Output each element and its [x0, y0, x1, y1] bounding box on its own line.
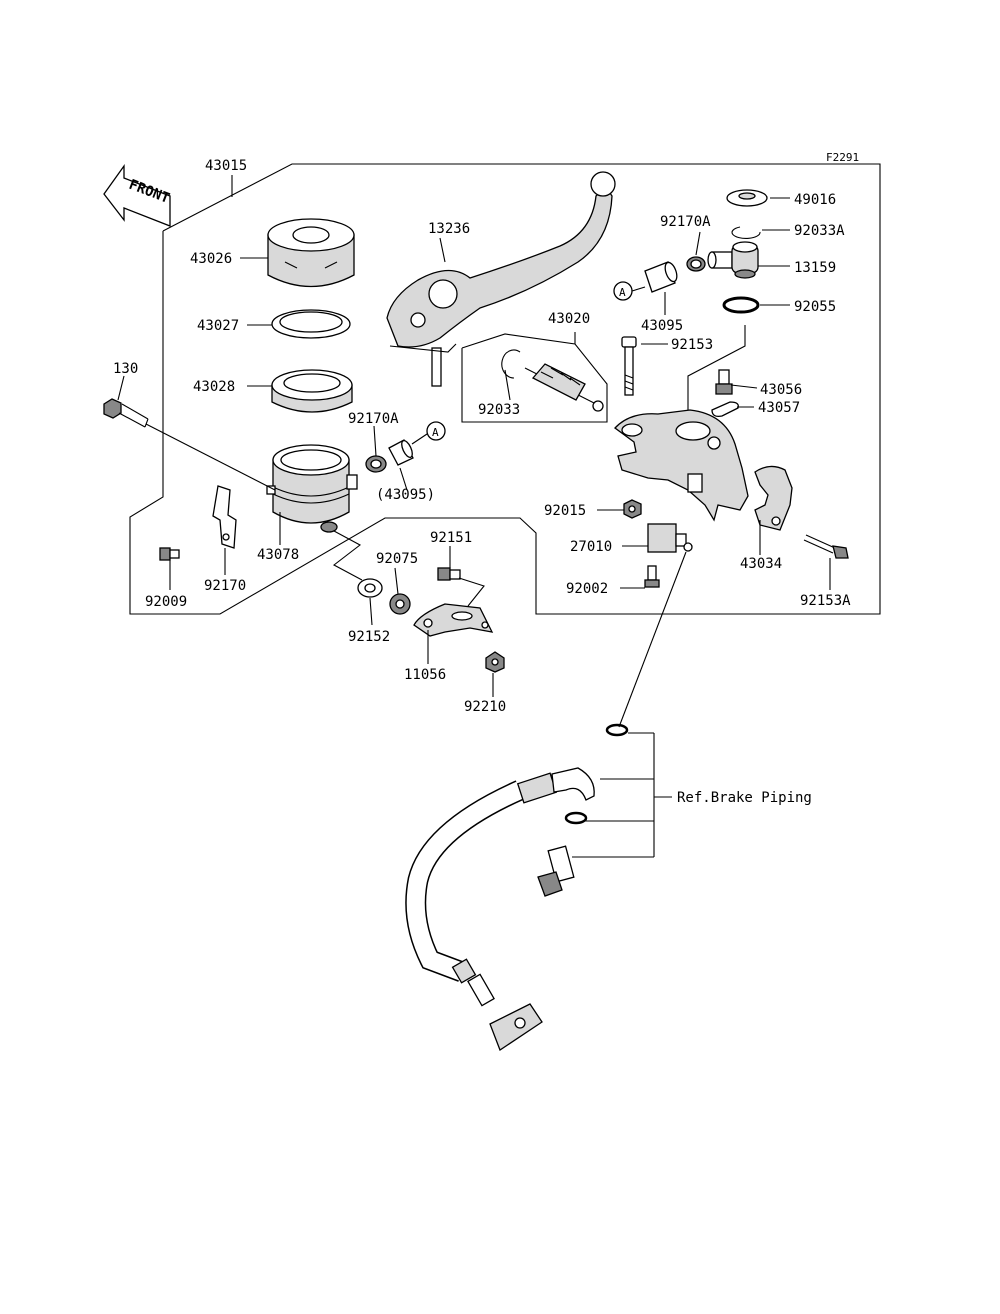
callout-92170: 92170: [204, 578, 246, 594]
callout-92152: 92152: [348, 629, 390, 645]
master-cylinder-body: [614, 409, 749, 522]
ref-brake-piping-label: Ref.Brake Piping: [677, 790, 812, 806]
bolt-92151-part: [437, 567, 461, 581]
nut-92015-part: [623, 499, 642, 519]
callout-43078: 43078: [257, 547, 299, 563]
callout-92015: 92015: [544, 503, 586, 519]
diaphragm-part: [271, 369, 353, 413]
marker-a-top-label: A: [619, 286, 626, 299]
callout-92009: 92009: [145, 594, 187, 610]
callout-92153A: 92153A: [800, 593, 851, 609]
callout-92151: 92151: [430, 530, 472, 546]
callout-43028: 43028: [193, 379, 235, 395]
bolt-92153-part: [621, 336, 637, 396]
bolt-130-part: [103, 398, 149, 428]
figure-code: F2291: [826, 151, 859, 164]
callout-43027: 43027: [197, 318, 239, 334]
callout-43057: 43057: [758, 400, 800, 416]
leader-lines: [117, 197, 831, 858]
callout-43095-paren: (43095): [376, 487, 435, 503]
callout-92033: 92033: [478, 402, 520, 418]
callout-130: 130: [113, 361, 138, 377]
clamp-92170a-mid-part: [365, 455, 387, 473]
marker-a-mid-label: A: [432, 426, 439, 439]
callout-92170A-mid: 92170A: [348, 411, 399, 427]
reservoir-cap-part: [267, 218, 355, 288]
callout-43015: 43015: [205, 158, 247, 174]
callout-27010: 27010: [570, 539, 612, 555]
circlip-92033a-part: [731, 226, 761, 239]
collar-92152-part: [357, 578, 383, 598]
hose-43095-mid-part: [388, 439, 414, 466]
piston-kit-43020-part: [524, 363, 604, 412]
callout-labels: 43015 13236 92170A 49016 92033A 13159 43…: [113, 158, 851, 806]
bleed-screw-43056-part: [715, 369, 733, 395]
callout-92055: 92055: [794, 299, 836, 315]
diaphragm-plate-part: [271, 309, 351, 339]
brake-lever-part: [386, 171, 616, 387]
callout-43020: 43020: [548, 311, 590, 327]
clamp-92170-part: [212, 485, 237, 549]
bolt-92153a-part: [803, 534, 849, 559]
reservoir-tank-part: [266, 444, 358, 533]
connector-marker-a-top: A: [613, 281, 646, 301]
circlip-92033-part: [501, 349, 521, 379]
banjo-bolt-part: [537, 845, 575, 897]
callout-13236: 13236: [428, 221, 470, 237]
assembly-outline: [129, 163, 881, 615]
screw-92009-part: [159, 547, 180, 561]
holder-43034-part: [754, 465, 793, 531]
front-direction-arrow: FRONT: [103, 163, 172, 227]
callout-92210: 92210: [464, 699, 506, 715]
callout-49016: 49016: [794, 192, 836, 208]
brake-hose-assembly: [405, 767, 595, 1051]
hose-washer-upper: [605, 723, 629, 737]
bracket-11056-part: [413, 603, 494, 637]
clamp-92170a-top-part: [686, 256, 706, 272]
callout-92170A-top: 92170A: [660, 214, 711, 230]
callout-43095: 43095: [641, 318, 683, 334]
callout-92033A: 92033A: [794, 223, 845, 239]
callout-13159: 13159: [794, 260, 836, 276]
hose-43095-part: [644, 261, 678, 293]
grommet-92075-part: [389, 593, 411, 615]
callout-11056: 11056: [404, 667, 446, 683]
callout-92002: 92002: [566, 581, 608, 597]
hose-washer-lower: [564, 811, 588, 825]
cap-49016-part: [726, 189, 768, 207]
oring-92055-part: [722, 296, 760, 314]
callout-92153: 92153: [671, 337, 713, 353]
connector-marker-a-mid: A: [411, 421, 446, 445]
callout-43056: 43056: [760, 382, 802, 398]
callout-43026: 43026: [190, 251, 232, 267]
screw-92002-part: [644, 565, 660, 588]
elbow-13159-part: [707, 241, 759, 279]
callout-92075: 92075: [376, 551, 418, 567]
switch-27010-part: [647, 523, 693, 553]
cap-43057-part: [711, 401, 739, 418]
callout-43034: 43034: [740, 556, 782, 572]
nut-92210-part: [485, 651, 505, 673]
